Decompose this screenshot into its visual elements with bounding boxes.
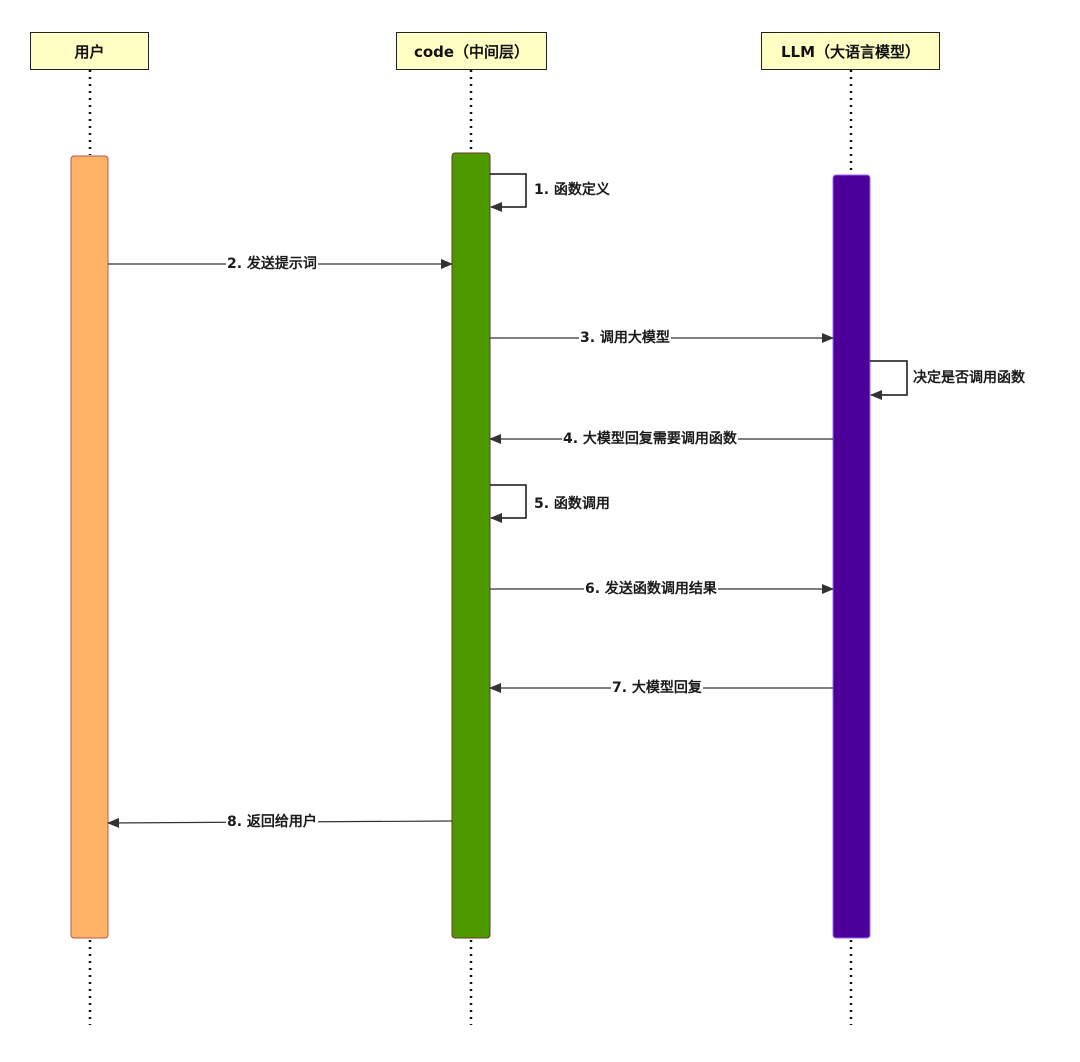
self-arrow-m3b [870, 360, 908, 400]
participant-llm: LLM（大语言模型） [761, 32, 940, 70]
message-label-m3: 3. 调用大模型 [579, 329, 671, 347]
activation-bar-code [451, 152, 491, 939]
self-arrow-m1 [490, 173, 527, 212]
message-label-m4: 4. 大模型回复需要调用函数 [562, 430, 738, 448]
activation-bar-user [70, 155, 109, 939]
message-label-m2: 2. 发送提示词 [226, 255, 318, 273]
participant-user: 用户 [30, 32, 149, 70]
activation-bar-llm [832, 174, 871, 939]
message-label-m8: 8. 返回给用户 [226, 813, 318, 831]
message-label-m1: 1. 函数定义 [534, 182, 610, 198]
participant-code: code（中间层） [396, 32, 547, 70]
message-label-m5: 5. 函数调用 [534, 496, 610, 512]
message-label-m7: 7. 大模型回复 [611, 679, 703, 697]
self-arrow-m5 [490, 484, 527, 523]
participant-code-label: code（中间层） [413, 42, 530, 61]
participant-llm-label: LLM（大语言模型） [780, 42, 921, 61]
participant-user-label: 用户 [74, 42, 105, 61]
message-label-m3b: 决定是否调用函数 [913, 370, 1025, 386]
message-label-m6: 6. 发送函数调用结果 [584, 580, 718, 598]
